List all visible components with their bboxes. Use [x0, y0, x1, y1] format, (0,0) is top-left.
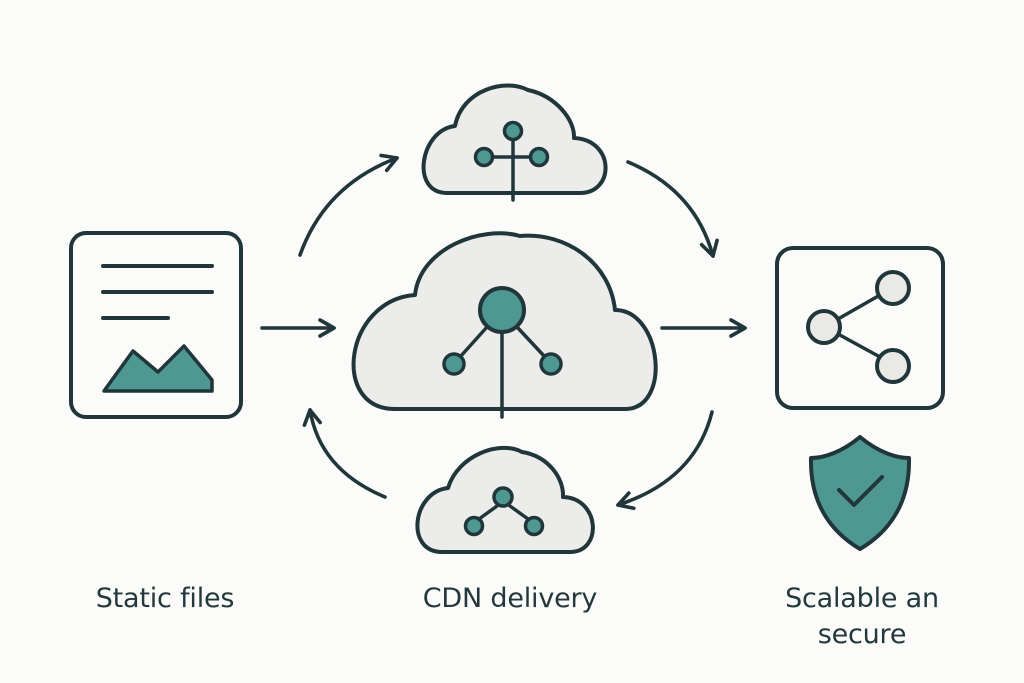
arrow-bottom-left-curve [302, 408, 387, 499]
arrow-right-down [626, 160, 719, 258]
shield-check-icon [808, 435, 912, 551]
arrow-left-up [298, 153, 399, 257]
top-cloud-icon [421, 83, 608, 202]
static-files-label: Static files [95, 583, 235, 614]
bottom-cloud-icon [415, 446, 595, 554]
cdn-delivery-label: CDN delivery [422, 583, 598, 614]
scalable-secure-label: Scalable an secure [785, 583, 939, 650]
image-mountain-icon [102, 344, 214, 393]
main-cloud-icon [351, 231, 658, 419]
document-icon [69, 231, 243, 419]
share-nodes-icon [775, 246, 945, 410]
arrow-bottom-right-curve [616, 410, 714, 511]
